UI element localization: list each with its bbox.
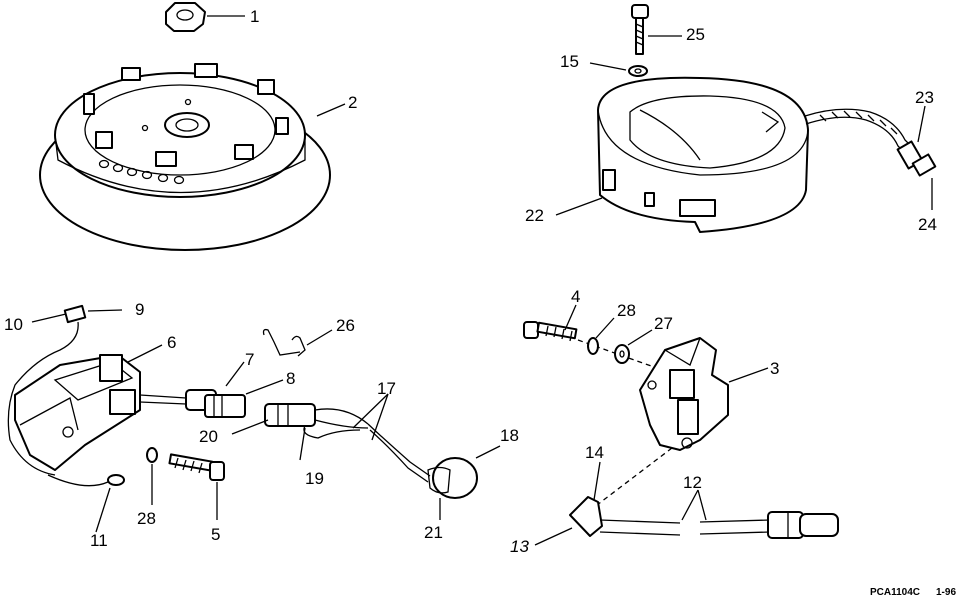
callout-1: 1 [250,7,259,26]
callout-10: 10 [4,315,23,334]
flywheel [39,63,346,251]
callout-22: 22 [525,206,544,225]
figure-id: PCA1104C [870,587,920,598]
stator [555,76,937,233]
stator-washer [589,62,648,77]
callout-labels: 1 2 3 4 5 6 7 8 9 10 11 12 13 14 15 17 1… [4,7,937,556]
callout-5: 5 [211,525,220,544]
callout-7: 7 [245,350,254,369]
callout-13: 13 [510,537,529,556]
callout-26: 26 [336,316,355,335]
callout-11: 11 [90,531,108,550]
callout-18: 18 [500,426,519,445]
ignition-coil [596,337,769,506]
callout-9: 9 [135,300,144,319]
figure-date: 1-96 [936,587,956,598]
callout-19: 19 [305,469,324,488]
power-pack [14,344,187,533]
lockwasher-right [587,317,615,355]
callout-27: 27 [654,314,673,333]
callout-12: 12 [683,473,702,492]
callout-15: 15 [560,52,579,71]
callout-24: 24 [918,215,937,234]
callout-2: 2 [348,93,357,112]
callout-20: 20 [199,427,218,446]
connector [185,361,284,418]
pack-screw [168,453,225,520]
callout-28-left: 28 [137,509,156,528]
callout-14: 14 [585,443,604,462]
lockwasher-left [146,447,158,505]
callout-25: 25 [686,25,705,44]
lead-wire [7,304,123,476]
connector-sleeve [231,403,369,461]
callout-8: 8 [286,369,295,388]
callout-6: 6 [167,333,176,352]
stator-screw [631,4,682,55]
callout-4: 4 [571,287,580,306]
figure-code: PCA1104C 1-96 [870,587,956,598]
retainer-clips [262,328,333,357]
callout-23: 23 [915,88,934,107]
callout-3: 3 [770,359,779,378]
callout-17: 17 [377,379,396,398]
high-tension-lead [534,461,839,546]
flywheel-nut [165,2,245,32]
spark-plug-wire [352,393,501,520]
flat-washer [614,329,653,364]
callout-28-right: 28 [617,301,636,320]
callout-21: 21 [424,523,443,542]
